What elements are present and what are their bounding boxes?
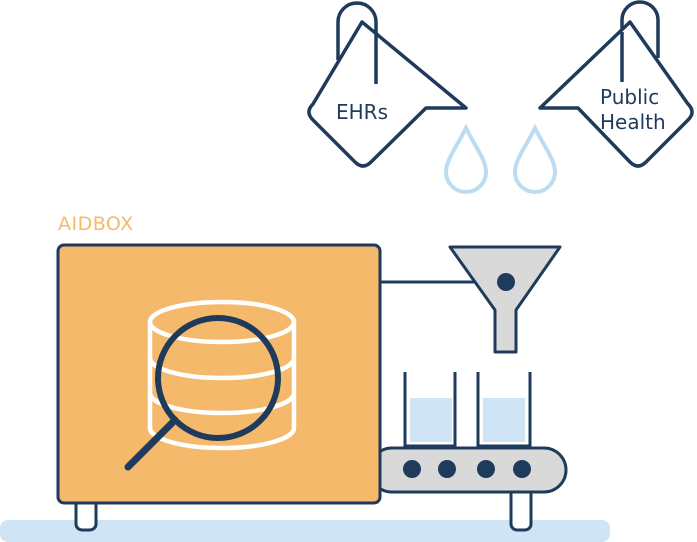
pitcher-ehrs: EHRs xyxy=(307,1,468,168)
conveyor-roller xyxy=(477,460,495,478)
conveyor-roller xyxy=(403,460,421,478)
pitcher-public-health-label-line2: Health xyxy=(600,110,666,134)
floor xyxy=(0,520,610,542)
glass-right xyxy=(476,372,532,448)
machine-legs xyxy=(74,486,533,532)
conveyor-belt xyxy=(368,446,568,494)
pitcher-public-health: Public Health xyxy=(538,0,694,168)
funnel-icon xyxy=(448,245,562,354)
water-drop-icon xyxy=(512,123,558,194)
pitcher-ehrs-label: EHRs xyxy=(336,100,388,124)
aidbox-machine xyxy=(56,243,382,505)
water-drop-icon xyxy=(443,123,489,194)
conveyor-roller xyxy=(438,460,456,478)
magnifier-icon xyxy=(124,315,281,471)
pitcher-public-health-label-line1: Public xyxy=(600,85,659,109)
database-search-icon xyxy=(147,299,297,451)
conveyor-roller xyxy=(513,460,531,478)
aidbox-label: AIDBOX xyxy=(58,213,134,235)
glass-left xyxy=(403,372,457,448)
